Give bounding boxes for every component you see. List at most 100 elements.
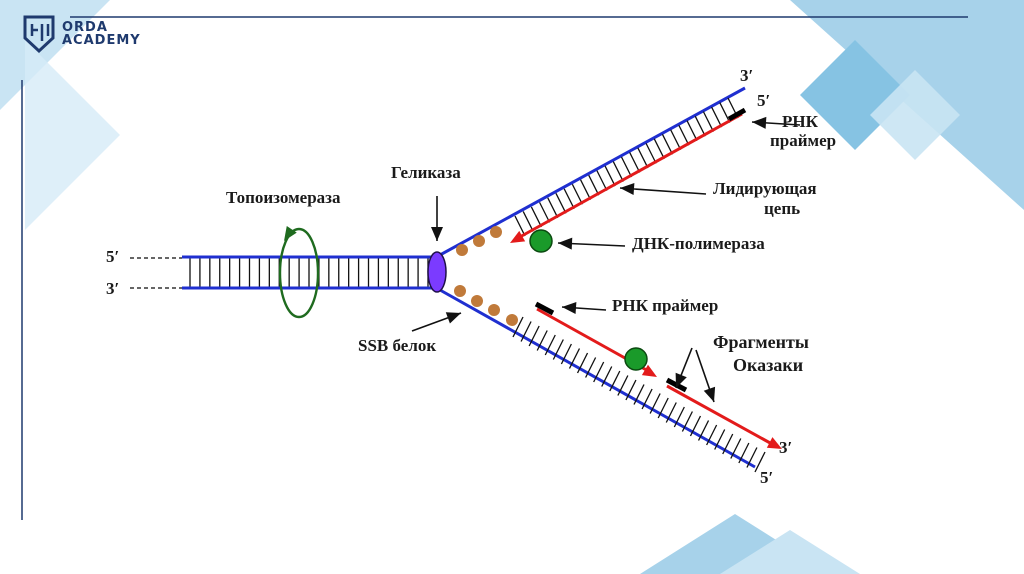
label-topoisomerase: Топоизомераза <box>226 188 341 207</box>
ssb-protein-5 <box>471 295 483 307</box>
pointer-dna-polymerase-head <box>558 237 573 250</box>
lagging-rung <box>754 451 766 473</box>
pointer-rna-primer-top-head <box>752 116 767 129</box>
label-okazaki-1: Фрагменты <box>713 332 809 352</box>
rna-primer-top <box>727 107 747 122</box>
leading-rung <box>596 170 608 191</box>
label-okazaki-2: Оказаки <box>733 355 804 375</box>
leading-rung <box>538 202 551 223</box>
end-label-lower-outer: 5′ <box>760 468 774 487</box>
lagging-rung <box>681 411 693 432</box>
lagging-rung <box>528 325 540 347</box>
ssb-protein-6 <box>488 304 500 316</box>
topoisomerase-arrow-icon <box>284 226 297 241</box>
end-label-lower-arrow: 3′ <box>779 438 793 457</box>
leading-rung <box>571 183 583 205</box>
lagging-rung <box>617 375 629 396</box>
ssb-protein-3 <box>490 226 502 238</box>
leading-rung <box>653 138 665 160</box>
upper-template-strand <box>439 86 746 257</box>
ssb-protein-2 <box>473 235 485 247</box>
pointer-rna-primer-bottom-head <box>562 301 577 314</box>
label-ssb: SSB белок <box>358 336 437 355</box>
brand-line-1: ORDA <box>62 20 108 35</box>
lagging-rung <box>665 402 677 423</box>
leading-rung <box>637 147 649 169</box>
orda-shield-icon <box>23 15 55 54</box>
ssb-protein-7 <box>506 314 518 326</box>
ssb-protein-1 <box>456 244 468 256</box>
leading-rung <box>530 206 542 228</box>
dna-polymerase-lagging <box>624 347 648 371</box>
lagging-rung <box>641 388 653 410</box>
lagging-rung <box>738 442 750 464</box>
leading-strand-arrow <box>510 230 526 243</box>
rna-primer-lagging-1 <box>534 301 555 316</box>
leading-rung <box>514 215 526 237</box>
leading-rung <box>711 106 723 128</box>
pointer-leading-head <box>620 182 635 195</box>
pointer-okazaki-2-head <box>703 386 716 402</box>
label-rna-primer-top-2: праймер <box>770 131 837 150</box>
brand-name: ORDA ACADEMY <box>62 21 141 47</box>
leading-rung <box>678 124 690 146</box>
label-dna-polymerase: ДНК-полимераза <box>632 234 765 253</box>
lagging-rung <box>576 352 589 374</box>
ssb-protein-4 <box>454 285 466 297</box>
lagging-rung <box>552 339 564 360</box>
label-helicase: Геликаза <box>391 163 461 182</box>
leading-rung <box>604 165 616 187</box>
leading-strand <box>517 112 743 240</box>
leading-rung <box>686 120 698 141</box>
leading-rung <box>694 115 706 137</box>
leading-rung <box>670 129 682 151</box>
leading-rung <box>719 102 731 123</box>
leading-rung <box>588 174 600 196</box>
lagging-rung <box>536 330 548 351</box>
leading-rung <box>547 197 559 219</box>
lagging-rung <box>544 334 556 356</box>
end-label-left-bottom: 3′ <box>106 279 120 298</box>
decor-bottom-right-2 <box>720 530 860 574</box>
lagging-rung <box>520 321 532 342</box>
label-leading-2: цепь <box>764 199 801 218</box>
lagging-rung <box>746 447 758 468</box>
leading-rung <box>702 111 715 132</box>
brand-line-2: ACADEMY <box>62 33 141 48</box>
okazaki-fragment-1-arrow <box>641 364 657 377</box>
decor-diamond-right-small <box>870 70 960 160</box>
topoisomerase-ring <box>278 227 320 319</box>
dna-polymerase-leading <box>529 229 553 253</box>
lagging-rung <box>512 316 524 338</box>
okazaki-fragment-2 <box>666 384 773 446</box>
end-label-left-top: 5′ <box>106 247 120 266</box>
lagging-rung <box>560 343 572 365</box>
brand-logo[interactable]: ORDA ACADEMY <box>22 14 141 54</box>
decor-diamond-left <box>25 40 120 230</box>
lagging-rung <box>657 397 669 419</box>
lagging-rung <box>697 420 710 441</box>
lagging-rung <box>714 429 726 450</box>
lagging-rung <box>601 366 613 387</box>
leading-rung <box>555 193 567 214</box>
lower-template-strand <box>439 288 756 469</box>
lagging-rung <box>633 384 645 405</box>
lagging-rung <box>568 348 581 369</box>
end-label-upper-outer: 3′ <box>740 66 754 85</box>
leading-rung <box>620 156 633 178</box>
leading-rung <box>579 179 592 200</box>
pointer-leading <box>619 187 707 195</box>
leading-rung <box>645 143 657 164</box>
lagging-rung <box>730 438 742 459</box>
lagging-rung <box>649 393 661 414</box>
leading-rung <box>522 211 534 232</box>
lagging-rung <box>585 357 597 378</box>
end-label-upper-inner: 5′ <box>757 91 771 110</box>
lagging-rung <box>625 379 637 401</box>
okazaki-fragment-2-arrow <box>766 437 782 449</box>
label-rna-primer-top-1: РНК <box>782 112 818 131</box>
leading-rung <box>612 161 624 182</box>
lagging-rung <box>689 415 702 437</box>
pointer-okazaki-1-head <box>675 372 687 388</box>
